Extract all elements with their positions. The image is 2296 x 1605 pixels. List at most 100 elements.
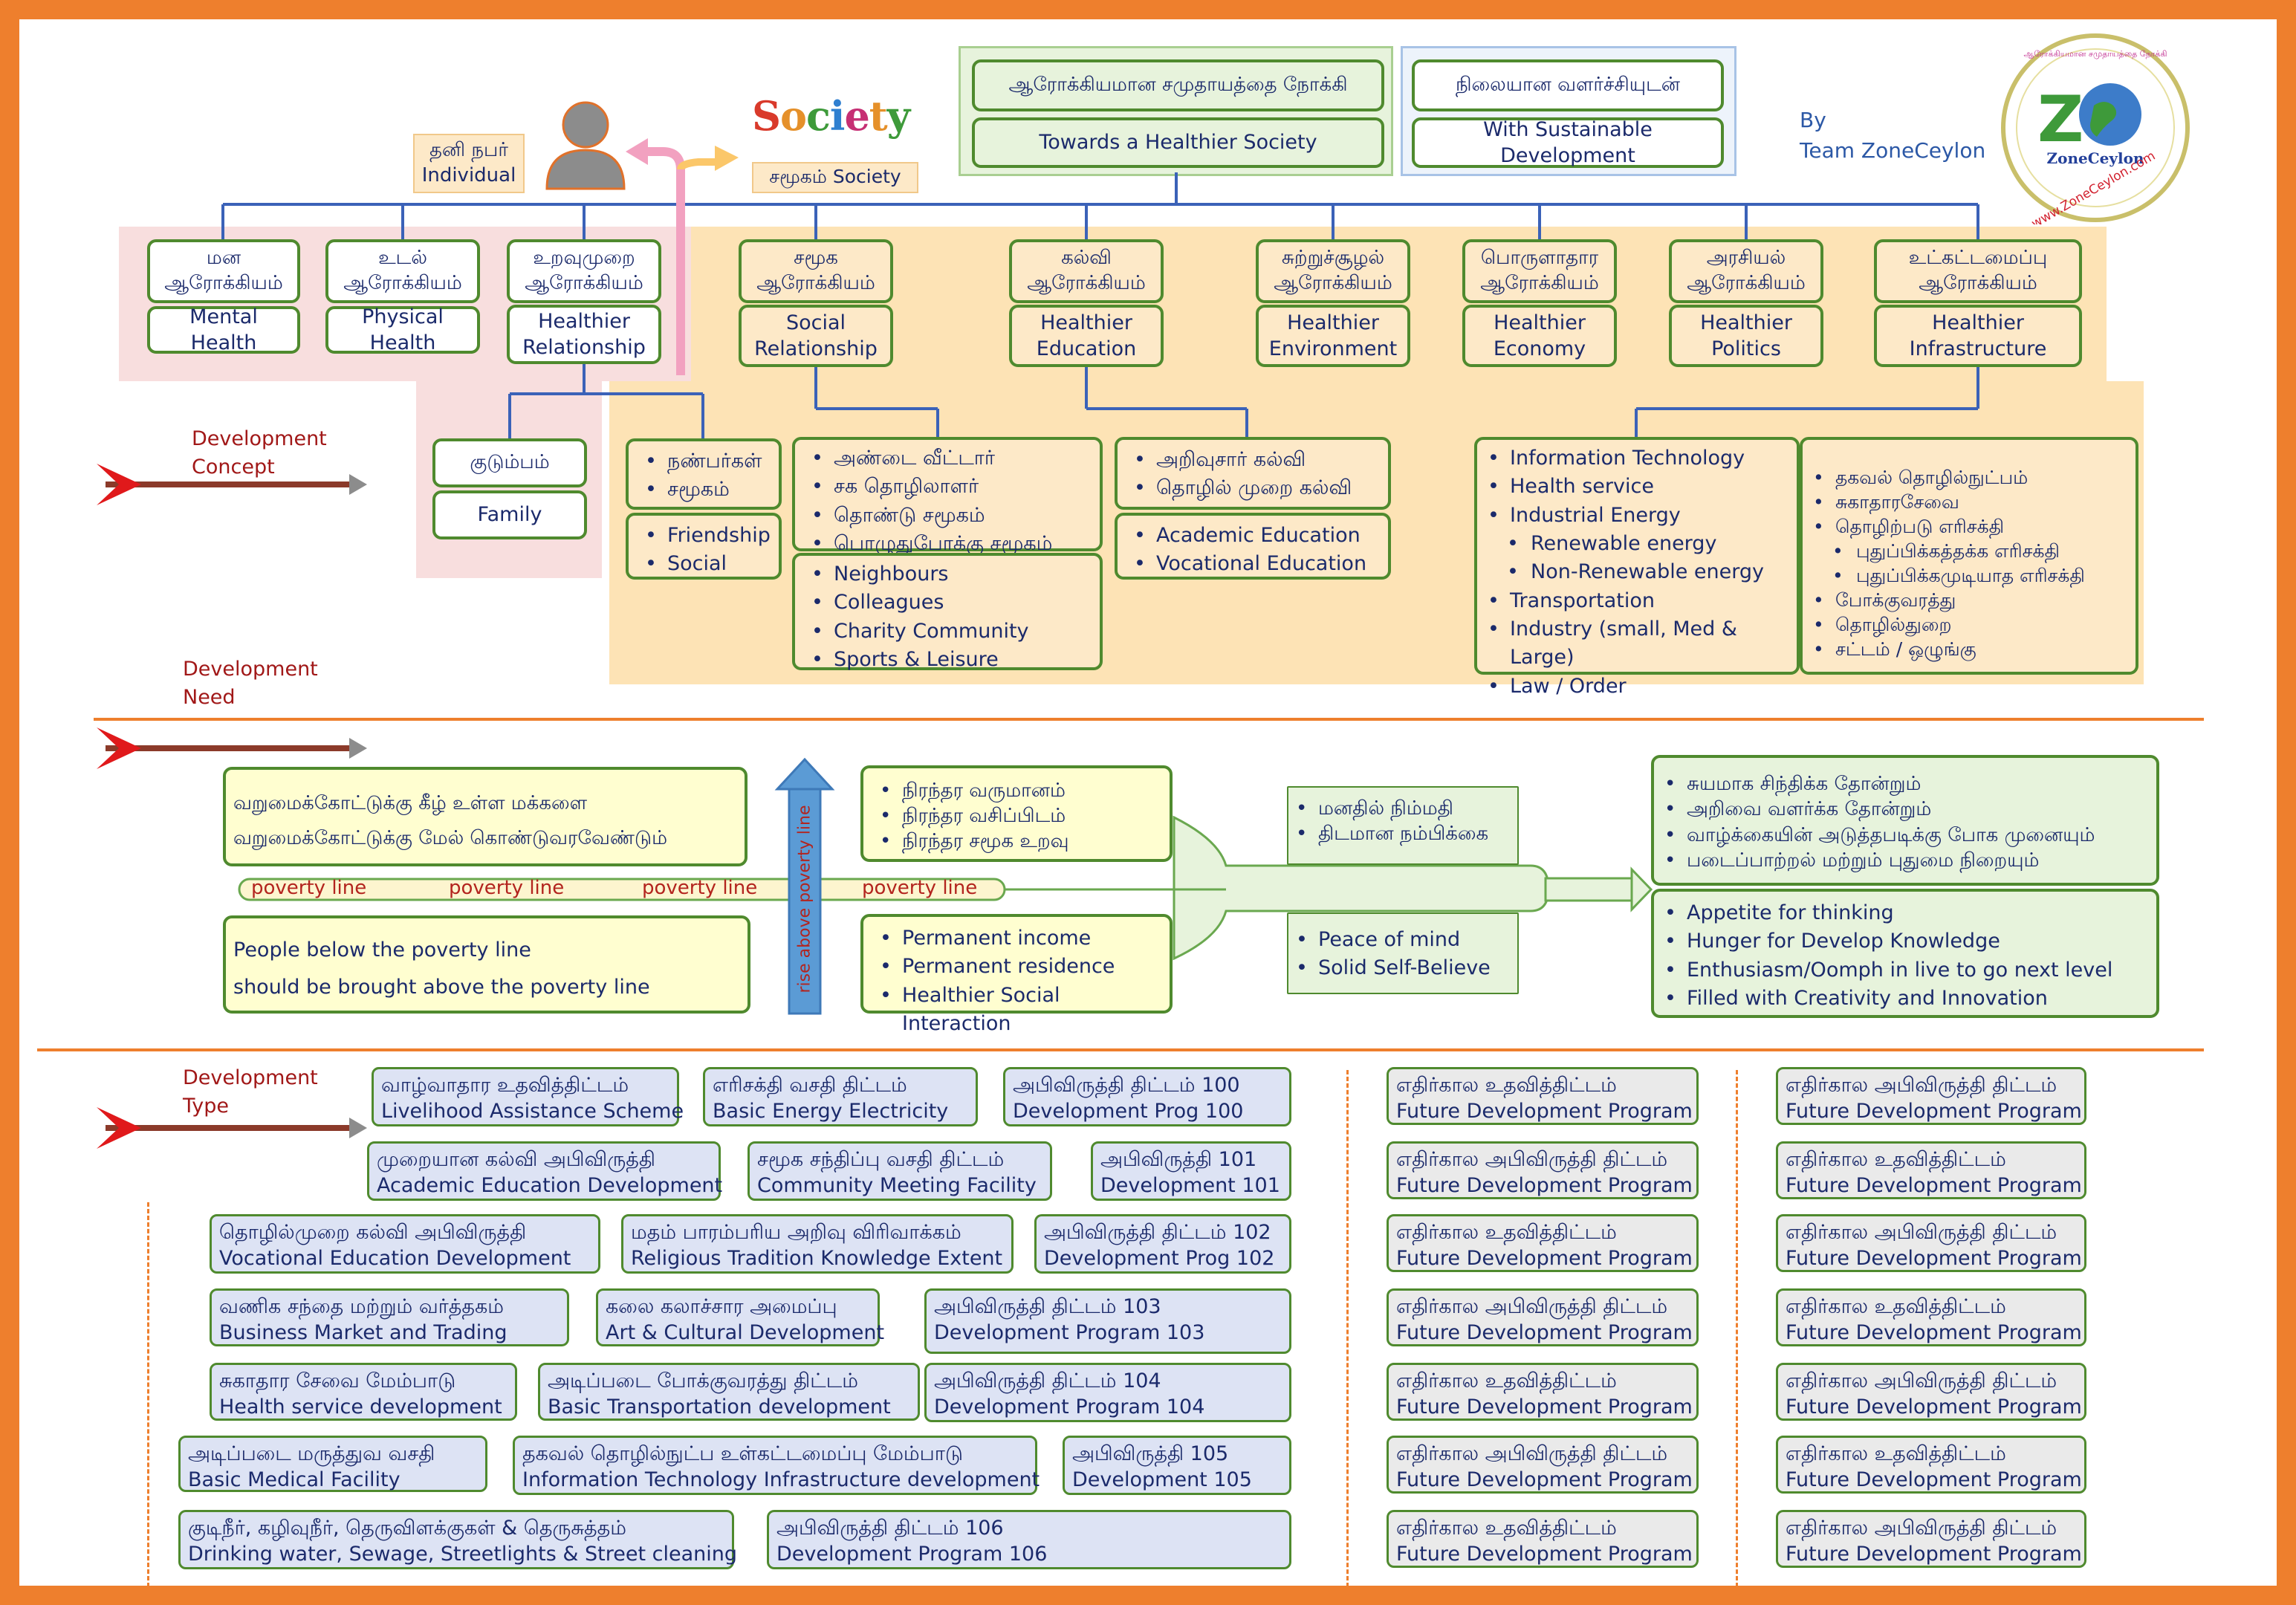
dashed-divider-right: [1736, 1070, 1738, 1587]
program-energy: எரிசக்தி வசதி திட்டம்Basic Energy Electr…: [703, 1067, 978, 1126]
permanent-ta-list: நிரந்தர வருமானம்நிரந்தர வசிப்பிடம்நிரந்த…: [860, 765, 1173, 862]
appetite-ta-list: சுயமாக சிந்திக்க தோன்றும்அறிவை வளர்க்க த…: [1651, 755, 2159, 886]
poverty-ta-box: வறுமைக்கோட்டுக்கு கீழ் உள்ள மக்களைவறுமைக…: [223, 767, 748, 866]
by-team-label: By Team ZoneCeylon: [1800, 108, 1986, 163]
future-program: எதிர்கால உதவித்திட்டம்Future Development…: [1776, 1436, 2086, 1494]
peace-ta-list: மனதில் நிம்மதிதிடமான நம்பிக்கை: [1287, 786, 1519, 865]
education-health-en: Healthier Education: [1009, 305, 1164, 367]
environment-health-ta: சுற்றுச்சூழல் ஆரோக்கியம்: [1256, 239, 1410, 303]
dashed-divider-mid: [1346, 1070, 1349, 1587]
social-health-en: Social Relationship: [739, 305, 893, 367]
future-program: எதிர்கால உதவித்திட்டம்Future Development…: [1776, 1288, 2086, 1346]
concept-arrow: [97, 464, 367, 505]
social-health-ta: சமூக ஆரோக்கியம்: [739, 239, 893, 303]
friends-ta-list: நண்பர்கள்சமூகம்: [626, 438, 782, 510]
need-arrow: [97, 727, 367, 769]
future-program: எதிர்கால அபிவிருத்தி திட்டம்Future Devel…: [1776, 1067, 2086, 1125]
header-sustainable-ta: நிலையான வளர்ச்சியுடன்: [1412, 59, 1724, 111]
infrastructure-health-ta: உட்கட்டமைப்பு ஆரோக்கியம்: [1874, 239, 2082, 303]
program-business: வணிக சந்தை மற்றும் வர்த்தகம்Business Mar…: [210, 1288, 569, 1346]
program-community: சமூக சந்திப்பு வசதி திட்டம்Community Mee…: [748, 1141, 1052, 1201]
politics-health-ta: அரசியல் ஆரோக்கியம்: [1669, 239, 1823, 303]
education-health-ta: கல்வி ஆரோக்கியம்: [1009, 239, 1164, 303]
economy-health-en: Healthier Economy: [1462, 305, 1617, 367]
physical-health-en: Physical Health: [325, 305, 480, 354]
future-program: எதிர்கால உதவித்திட்டம்Future Development…: [1387, 1214, 1699, 1272]
poverty-line-label-1: poverty line: [251, 877, 367, 899]
poverty-line-label-2: poverty line: [449, 877, 565, 899]
future-program: எதிர்கால அபிவிருத்தி திட்டம்Future Devel…: [1776, 1363, 2086, 1421]
poverty-line-label-3: poverty line: [642, 877, 758, 899]
separator-need: [94, 718, 2204, 721]
peace-en-list: Peace of mindSolid Self-Believe: [1287, 912, 1519, 994]
rise-above-label: rise above poverty line: [795, 805, 814, 993]
program-health-service: சுகாதார சேவை மேம்பாடுHealth service deve…: [210, 1363, 517, 1421]
future-program: எதிர்கால அபிவிருத்தி திட்டம்Future Devel…: [1387, 1288, 1699, 1346]
economy-health-ta: பொருளாதார ஆரோக்கியம்: [1462, 239, 1617, 303]
future-program: எதிர்கால அபிவிருத்தி திட்டம்Future Devel…: [1776, 1214, 2086, 1272]
svg-text:ஆரோக்கியமான சமுதாயத்தை நோக்கி: ஆரோக்கியமான சமுதாயத்தை நோக்கி: [2024, 49, 2167, 59]
program-it-infra: தகவல் தொழில்நுட்ப உள்கட்டமைப்பு மேம்பாடு…: [513, 1436, 1040, 1495]
zoneceylon-logo: Z ZoneCeylon www.ZoneCeylon.com ஆரோக்கிய…: [2001, 33, 2190, 224]
future-program: எதிர்கால அபிவிருத்தி திட்டம்Future Devel…: [1776, 1510, 2086, 1568]
header-sustainable-en: With Sustainable Development: [1412, 117, 1724, 168]
neighbours-ta-list: அண்டை வீட்டார்சக தொழிலாளர்தொண்டு சமூகம்ப…: [792, 437, 1103, 559]
politics-health-en: Healthier Politics: [1669, 305, 1823, 367]
future-program: எதிர்கால உதவித்திட்டம்Future Development…: [1387, 1363, 1699, 1421]
mental-health-en: Mental Health: [147, 305, 300, 354]
neighbours-en-list: NeighboursColleaguesCharity CommunitySpo…: [792, 553, 1103, 675]
environment-health-en: Healthier Environment: [1256, 305, 1410, 367]
infrastructure-health-en: Healthier Infrastructure: [1874, 305, 2082, 367]
type-arrow: [97, 1107, 367, 1149]
separator-type: [37, 1048, 2204, 1051]
program-transport: அடிப்படை போக்குவரத்து திட்டம்Basic Trans…: [538, 1363, 920, 1421]
program-academic: முறையான கல்வி அபிவிருத்திAcademic Educat…: [367, 1141, 722, 1201]
program-livelihood: வாழ்வாதார உதவித்திட்டம்Livelihood Assist…: [372, 1067, 684, 1126]
infrastructure-ta-list: தகவல் தொழில்நுட்பம்சுகாதாரசேவைதொழிற்படு …: [1800, 437, 2138, 675]
mental-health-ta: மன ஆரோக்கியம்: [147, 239, 300, 303]
future-program: எதிர்கால அபிவிருத்தி திட்டம்Future Devel…: [1387, 1141, 1699, 1199]
relationship-health-ta: உறவுமுறை ஆரோக்கியம்: [507, 239, 661, 303]
future-program: எதிர்கால அபிவிருத்தி திட்டம்Future Devel…: [1387, 1436, 1699, 1494]
future-program: எதிர்கால உதவித்திட்டம்Future Development…: [1776, 1141, 2086, 1199]
program-religious: மதம் பாரம்பரிய அறிவு விரிவாக்கம்Religiou…: [621, 1214, 1014, 1274]
relationship-health-en: Healthier Relationship: [507, 305, 661, 364]
header-healthier-en: Towards a Healthier Society: [972, 117, 1384, 168]
permanent-en-list: Permanent incomePermanent residenceHealt…: [860, 914, 1173, 1035]
appetite-en-list: Appetite for thinkingHunger for Develop …: [1651, 889, 2159, 1018]
program-art: கலை கலாச்சார அமைப்புArt & Cultural Devel…: [596, 1288, 884, 1346]
future-program: எதிர்கால உதவித்திட்டம்Future Development…: [1387, 1067, 1699, 1125]
person-icon: [545, 101, 626, 190]
family-en: Family: [432, 490, 587, 539]
poverty-line-label-4: poverty line: [862, 877, 978, 899]
program-medical: அடிப்படை மருத்துவ வசதிBasic Medical Faci…: [178, 1436, 487, 1492]
physical-health-ta: உடல் ஆரோக்கியம்: [325, 239, 480, 303]
header-healthier-ta: ஆரோக்கியமான சமுதாயத்தை நோக்கி: [972, 59, 1384, 111]
dashed-divider-left: [147, 1202, 149, 1587]
svg-text:ZoneCeylon: ZoneCeylon: [2047, 149, 2144, 167]
friends-en-list: FriendshipSocial: [626, 513, 782, 580]
program-water: குடிநீர், கழிவுநீர், தெருவிளக்குகள் & தெ…: [178, 1510, 737, 1569]
family-ta: குடும்பம்: [432, 438, 587, 487]
svg-text:Z: Z: [2037, 82, 2083, 157]
society-logo: Society: [752, 92, 910, 140]
future-program: எதிர்கால உதவித்திட்டம்Future Development…: [1387, 1510, 1699, 1568]
program-vocational: தொழில்முறை கல்வி அபிவிருத்திVocational E…: [210, 1214, 600, 1274]
individual-label: தனி நபர்Individual: [413, 134, 525, 193]
infrastructure-en-list: Information TechnologyHealth serviceIndu…: [1474, 437, 1800, 701]
society-label: சமூகம் Society: [752, 162, 918, 193]
education-en-list: Academic EducationVocational Education: [1115, 513, 1391, 580]
education-ta-list: அறிவுசார் கல்விதொழில் முறை கல்வி: [1115, 437, 1391, 510]
